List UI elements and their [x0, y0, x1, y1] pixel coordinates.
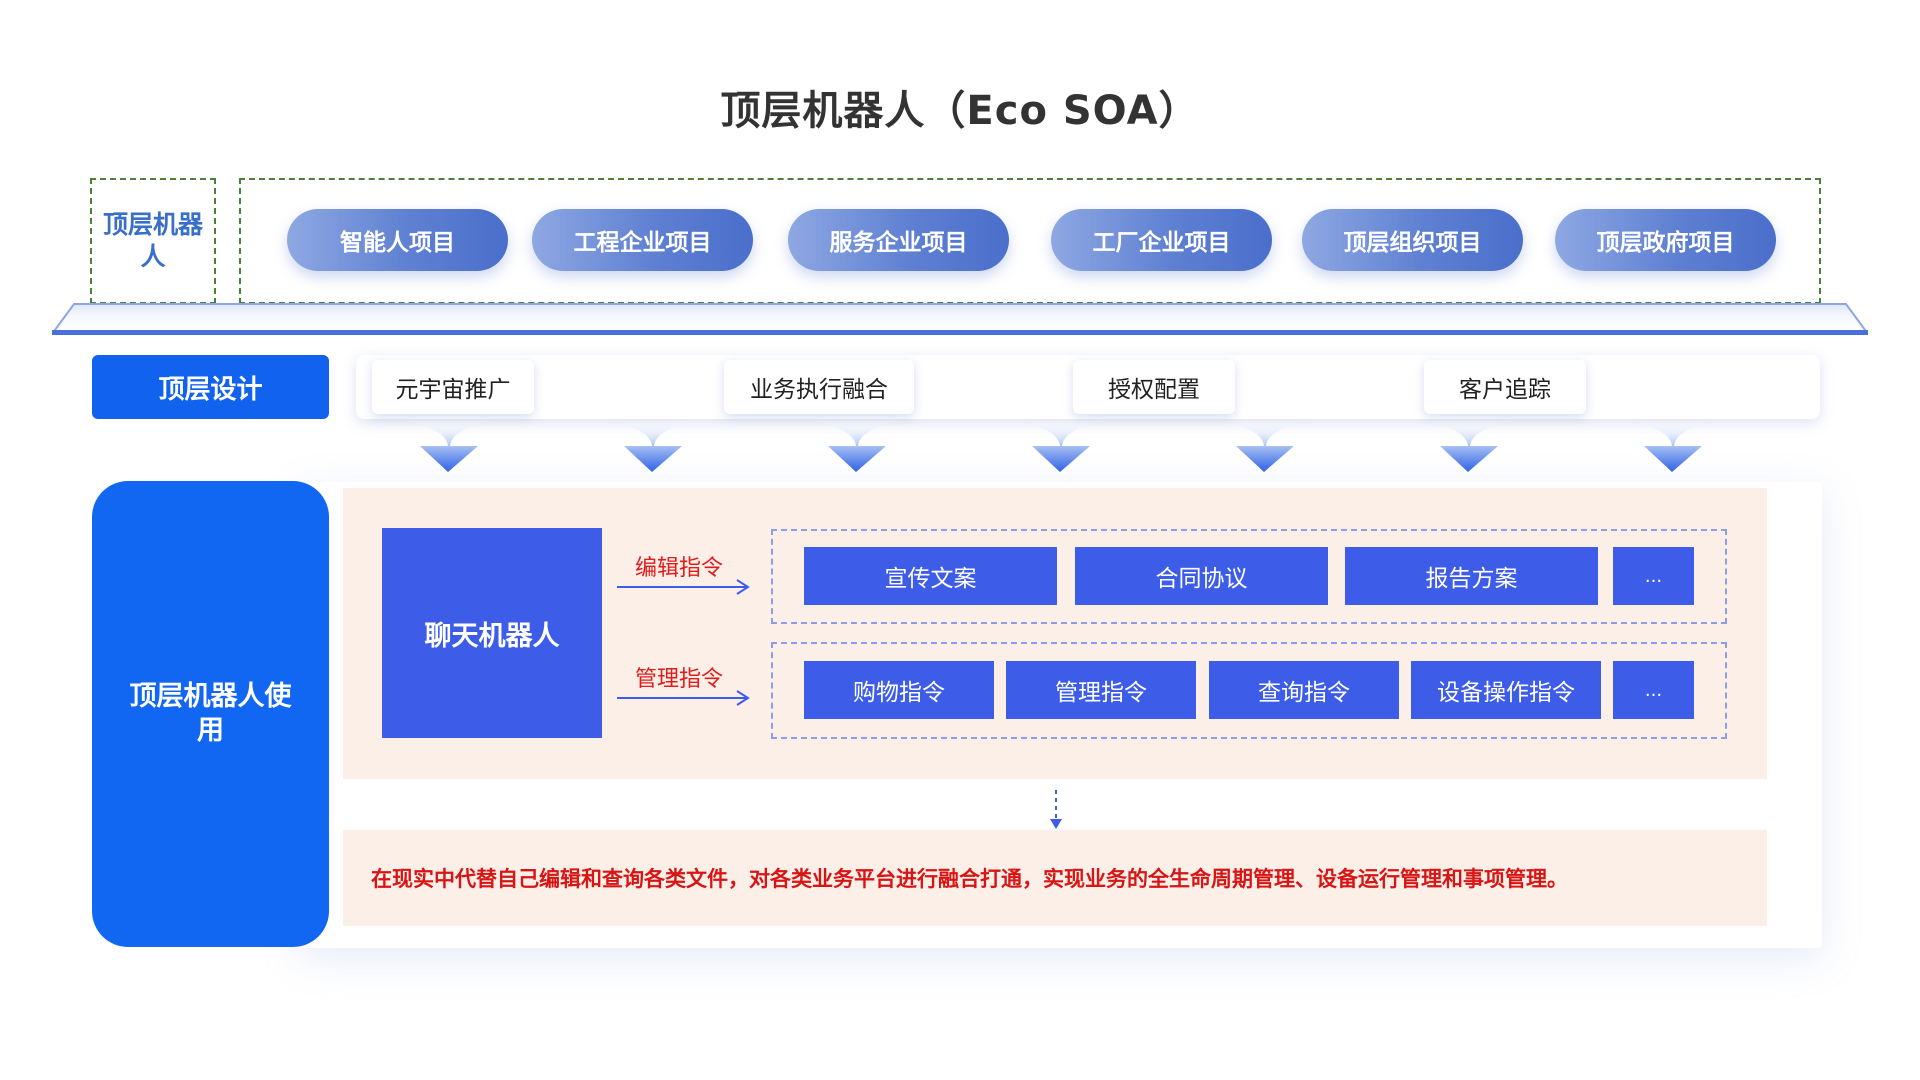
management-command-label: 管理指令: [635, 667, 724, 692]
management-item-2[interactable]: 管理指令: [1006, 661, 1196, 719]
chat-robot-box[interactable]: 聊天机器人: [382, 528, 602, 738]
down-arrows: [400, 420, 1722, 472]
top-robot-label: 顶层机器人: [103, 210, 204, 271]
management-item-4[interactable]: 设备操作指令: [1411, 661, 1601, 719]
usage-label: 顶层机器人使用: [129, 681, 292, 746]
base-shelf: [52, 303, 1868, 335]
project-pill-4[interactable]: 工厂企业项目: [1051, 209, 1272, 271]
design-label: 顶层设计: [92, 355, 329, 419]
down-arrow-3: [808, 420, 906, 472]
management-command-group: [771, 642, 1727, 739]
down-arrow-7: [1624, 420, 1722, 472]
down-arrow-2: [604, 420, 702, 472]
edit-item-3[interactable]: 报告方案: [1345, 547, 1598, 605]
page-title: 顶层机器人（Eco SOA）: [720, 88, 1200, 134]
edit-command-group: [771, 529, 1727, 624]
edit-item-more[interactable]: ...: [1613, 547, 1694, 605]
edit-arrow-icon: [617, 579, 750, 595]
down-arrow-4: [1012, 420, 1110, 472]
management-arrow-icon: [617, 690, 750, 706]
usage-label-box: 顶层机器人使用: [92, 481, 329, 947]
project-pill-6[interactable]: 顶层政府项目: [1555, 209, 1776, 271]
management-item-1[interactable]: 购物指令: [804, 661, 994, 719]
design-item-1[interactable]: 元宇宙推广: [372, 360, 534, 414]
edit-command-label: 编辑指令: [635, 556, 724, 581]
project-pill-3[interactable]: 服务企业项目: [788, 209, 1009, 271]
down-arrow-5: [1216, 420, 1314, 472]
down-arrow-6: [1420, 420, 1518, 472]
project-pill-5[interactable]: 顶层组织项目: [1302, 209, 1523, 271]
management-item-more[interactable]: ...: [1613, 661, 1694, 719]
project-pill-2[interactable]: 工程企业项目: [532, 209, 753, 271]
down-dashed-arrow-icon: [1050, 790, 1062, 829]
summary-panel: 在现实中代替自己编辑和查询各类文件，对各类业务平台进行融合打通，实现业务的全生命…: [343, 830, 1767, 926]
management-item-3[interactable]: 查询指令: [1209, 661, 1399, 719]
down-arrow-1: [400, 420, 498, 472]
top-robot-label-box: 顶层机器人: [90, 178, 216, 304]
design-item-4[interactable]: 客户追踪: [1424, 360, 1586, 414]
design-item-2[interactable]: 业务执行融合: [724, 360, 914, 414]
edit-item-1[interactable]: 宣传文案: [804, 547, 1057, 605]
design-item-3[interactable]: 授权配置: [1073, 360, 1235, 414]
project-pill-1[interactable]: 智能人项目: [287, 209, 508, 271]
summary-text: 在现实中代替自己编辑和查询各类文件，对各类业务平台进行融合打通，实现业务的全生命…: [371, 867, 1568, 891]
edit-item-2[interactable]: 合同协议: [1075, 547, 1328, 605]
